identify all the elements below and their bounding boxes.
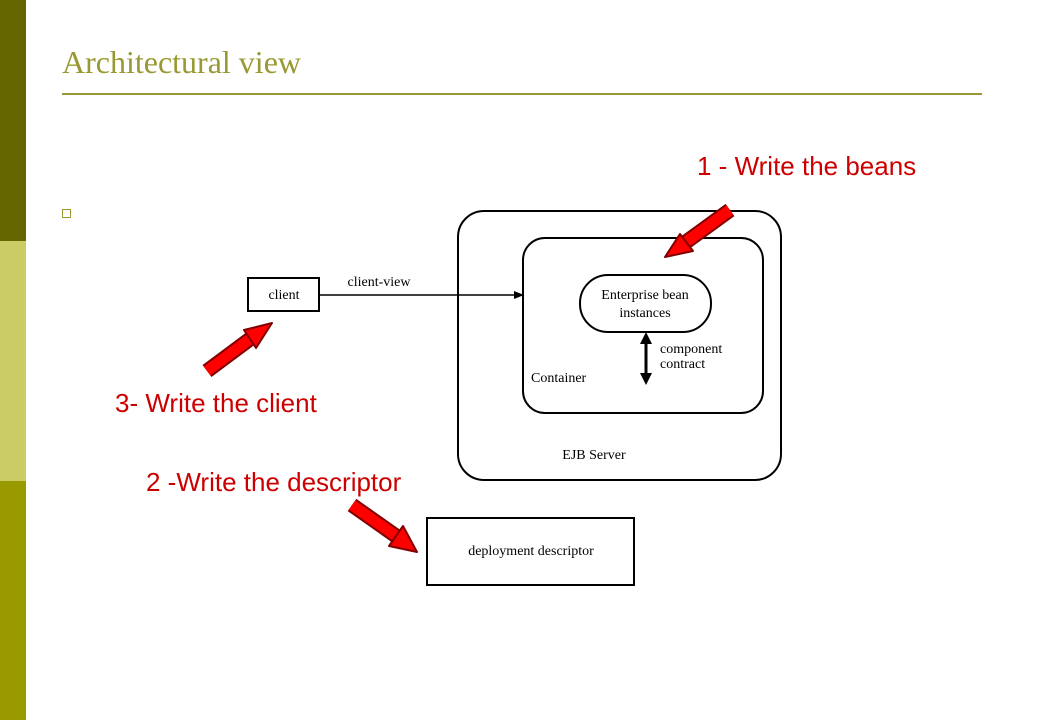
step3-annotation: 3- Write the client	[115, 388, 317, 418]
step1-annotation: 1 - Write the beans	[697, 151, 917, 181]
enterprise-bean-label-line1: Enterprise bean	[601, 288, 688, 303]
deployment-descriptor-label: deployment descriptor	[468, 544, 594, 559]
component-contract-arrow	[640, 332, 652, 385]
enterprise-bean-box	[579, 274, 712, 333]
deployment-descriptor-box	[426, 517, 635, 586]
component-contract-label-line1: component	[660, 342, 722, 357]
step1-pointer-arrow	[664, 203, 735, 258]
component-contract-label-line2: contract	[660, 357, 705, 372]
client-view-label: client-view	[348, 275, 412, 290]
sidebar-band-top	[0, 0, 26, 241]
slide-title: Architectural view	[62, 44, 301, 80]
ejb-server-box	[457, 210, 782, 481]
step2-pointer-arrow	[347, 498, 418, 553]
sidebar-band-middle	[0, 241, 26, 481]
enterprise-bean-label-line2: instances	[619, 306, 670, 321]
bullet-marker	[62, 209, 71, 218]
title-divider	[62, 93, 982, 95]
container-label: Container	[531, 371, 587, 386]
step2-annotation: 2 -Write the descriptor	[146, 467, 402, 497]
client-label: client	[268, 288, 299, 303]
ejb-server-label: EJB Server	[562, 448, 626, 463]
container-box	[522, 237, 764, 414]
sidebar-band-bottom	[0, 481, 26, 720]
step3-pointer-arrow	[202, 322, 273, 378]
